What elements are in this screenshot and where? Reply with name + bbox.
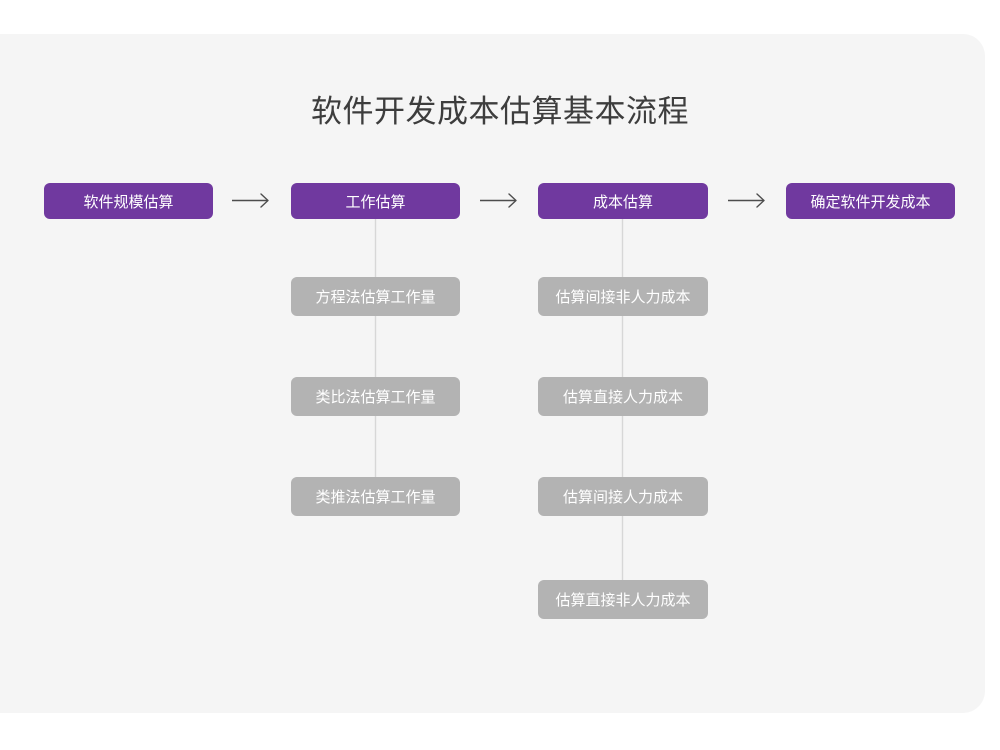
node-direct-nonlabor-cost[interactable]: 估算直接非人力成本 [538, 580, 708, 619]
arrow-2-icon [480, 193, 517, 208]
arrow-3-icon [728, 193, 765, 208]
diagram-panel [0, 34, 985, 713]
arrow-1-icon [232, 193, 269, 208]
node-indirect-nonlabor-cost[interactable]: 估算间接非人力成本 [538, 277, 708, 316]
node-direct-labor-cost[interactable]: 估算直接人力成本 [538, 377, 708, 416]
node-determine-development-cost[interactable]: 确定软件开发成本 [786, 183, 955, 219]
node-cost-estimation[interactable]: 成本估算 [538, 183, 708, 219]
node-software-size-estimation[interactable]: 软件规模估算 [44, 183, 213, 219]
node-equation-method-effort[interactable]: 方程法估算工作量 [291, 277, 460, 316]
node-effort-estimation[interactable]: 工作估算 [291, 183, 460, 219]
node-analogy-method-effort[interactable]: 类比法估算工作量 [291, 377, 460, 416]
page-title: 软件开发成本估算基本流程 [311, 94, 689, 129]
node-indirect-labor-cost[interactable]: 估算间接人力成本 [538, 477, 708, 516]
node-inference-method-effort[interactable]: 类推法估算工作量 [291, 477, 460, 516]
